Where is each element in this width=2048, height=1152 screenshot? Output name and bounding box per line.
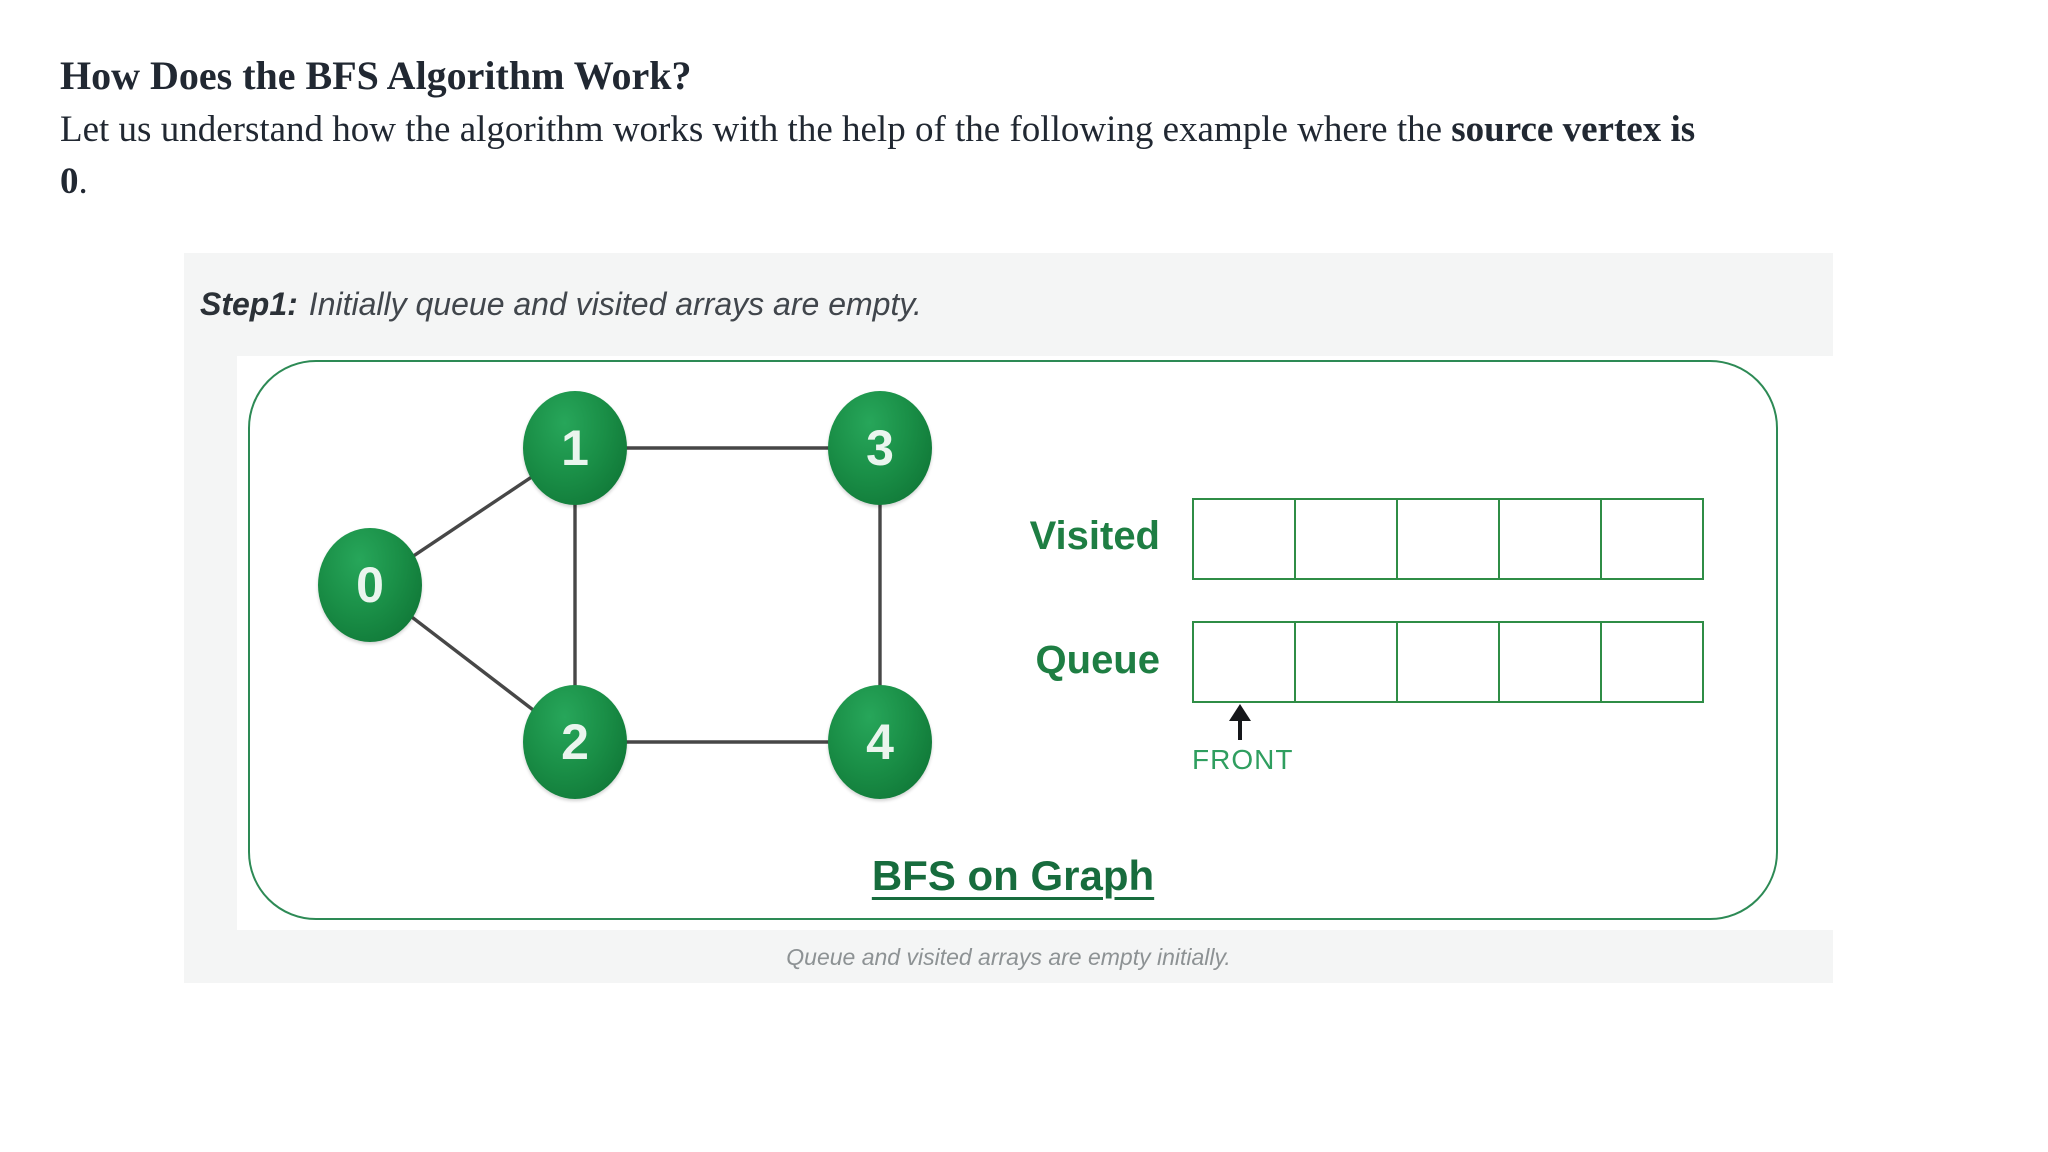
intro-text-regular: Let us understand how the algorithm work…: [60, 109, 1452, 150]
intro-text-bold: source vertex is: [1451, 109, 1696, 150]
visited-cell-2: [1396, 498, 1500, 580]
intro-text-line1: Let us understand how the algorithm work…: [60, 108, 1695, 151]
visited-array-label: Visited: [1029, 514, 1160, 558]
front-label: FRONT: [1192, 744, 1294, 775]
visited-cell-4: [1600, 498, 1704, 580]
graph-node-0-label: 0: [356, 557, 384, 613]
visited-cell-1: [1294, 498, 1398, 580]
intro-text-period: .: [78, 161, 88, 202]
visited-array: [1192, 498, 1704, 580]
visited-cell-3: [1498, 498, 1602, 580]
intro-text-line2: 0.: [60, 160, 88, 203]
diagram-title: BFS on Graph: [871, 852, 1155, 899]
page-title: How Does the BFS Algorithm Work?: [60, 53, 692, 98]
front-arrow-icon: [1229, 704, 1251, 721]
queue-array-label: Queue: [1035, 638, 1160, 682]
graph-node-2: 2: [523, 685, 627, 799]
graph-node-1-label: 1: [561, 420, 589, 476]
graph-node-4-label: 4: [866, 714, 894, 770]
queue-cell-2: [1396, 621, 1500, 703]
graph-node-3: 3: [828, 391, 932, 505]
intro-text-bold-zero: 0: [60, 161, 79, 202]
front-arrow-line: [1238, 718, 1242, 740]
visited-cell-0: [1192, 498, 1296, 580]
graph-node-1: 1: [523, 391, 627, 505]
graph-node-2-label: 2: [561, 714, 589, 770]
graph-node-0: 0: [318, 528, 422, 642]
figure-caption: Queue and visited arrays are empty initi…: [786, 944, 1231, 970]
step-text: Initially queue and visited arrays are e…: [308, 286, 922, 322]
queue-cell-0: [1192, 621, 1296, 703]
graph-node-4: 4: [828, 685, 932, 799]
queue-cell-1: [1294, 621, 1398, 703]
queue-cell-4: [1600, 621, 1704, 703]
queue-array: [1192, 621, 1704, 703]
graph-node-3-label: 3: [866, 420, 894, 476]
step-label: Step1:: [200, 286, 298, 322]
diagram-rounded-frame: [248, 360, 1778, 920]
queue-cell-3: [1498, 621, 1602, 703]
step-caption: Step1: Initially queue and visited arrays…: [200, 286, 922, 323]
